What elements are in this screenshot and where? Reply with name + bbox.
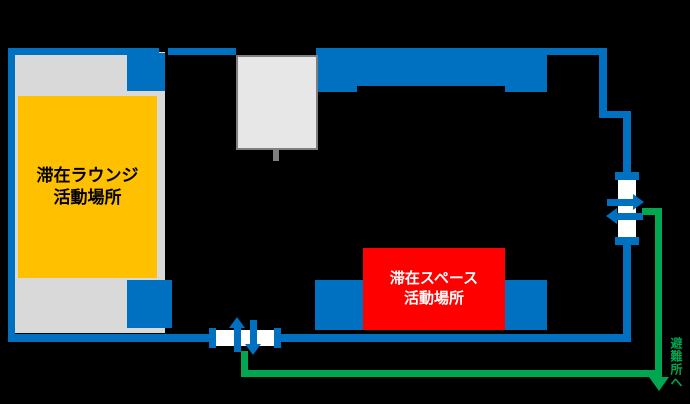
outer-wall-top-segment-2 <box>168 48 236 55</box>
outer-wall-right-upper <box>599 48 607 118</box>
right-door-opening <box>618 180 636 237</box>
lounge-room-block-bottom <box>127 280 172 328</box>
space-activity-label-line2: 活動場所 <box>403 290 464 307</box>
right-arrow-icon <box>633 194 644 210</box>
screen-board <box>236 55 318 150</box>
screen-board-stand <box>273 148 279 161</box>
outer-wall-left <box>8 48 15 342</box>
lounge-activity-area: 滞在ラウンジ 活動場所 <box>18 96 157 278</box>
down-arrow-icon <box>245 344 261 355</box>
exit-arrow-icon <box>649 377 669 391</box>
bottom-door-opening <box>216 330 274 346</box>
space-activity-area: 滞在スペース 活動場所 <box>363 248 505 330</box>
left-arrow-shaft <box>616 213 643 220</box>
outer-wall-top-band <box>316 48 547 86</box>
outer-wall-top-segment-3 <box>547 48 607 55</box>
bottom-door-cap-left <box>209 328 216 348</box>
outer-wall-bottom-right <box>281 334 631 342</box>
right-arrow-shaft <box>607 199 634 206</box>
top-band-tab-right <box>505 86 547 92</box>
route-bottom-horizontal <box>241 370 662 377</box>
lounge-room-block-top <box>127 53 165 91</box>
left-arrow-icon <box>606 208 617 224</box>
space-activity-label-line1: 滞在スペース <box>389 270 479 288</box>
right-door-cap-bottom <box>615 237 639 245</box>
route-right-vertical <box>655 208 662 378</box>
bottom-door-cap-right <box>274 328 281 348</box>
outer-wall-right-lower <box>623 245 631 342</box>
lounge-activity-label-line2: 活動場所 <box>53 188 122 207</box>
route-bottom-door-vertical <box>241 351 248 377</box>
outer-wall-top-segment-1 <box>8 48 159 55</box>
outer-wall-right-jog <box>599 111 630 118</box>
down-arrow-shaft <box>250 320 257 345</box>
up-arrow-icon <box>229 317 245 328</box>
route-right-door-horizontal <box>642 208 656 215</box>
up-arrow-shaft <box>234 327 241 352</box>
exit-label: 避難所へ <box>669 337 683 389</box>
outer-wall-bottom-left <box>8 334 209 342</box>
lounge-activity-label-line1: 滞在ラウンジ <box>36 165 139 185</box>
right-door-cap-top <box>615 172 639 180</box>
outer-wall-right-mid <box>623 111 631 173</box>
top-band-tab-left <box>316 86 357 92</box>
